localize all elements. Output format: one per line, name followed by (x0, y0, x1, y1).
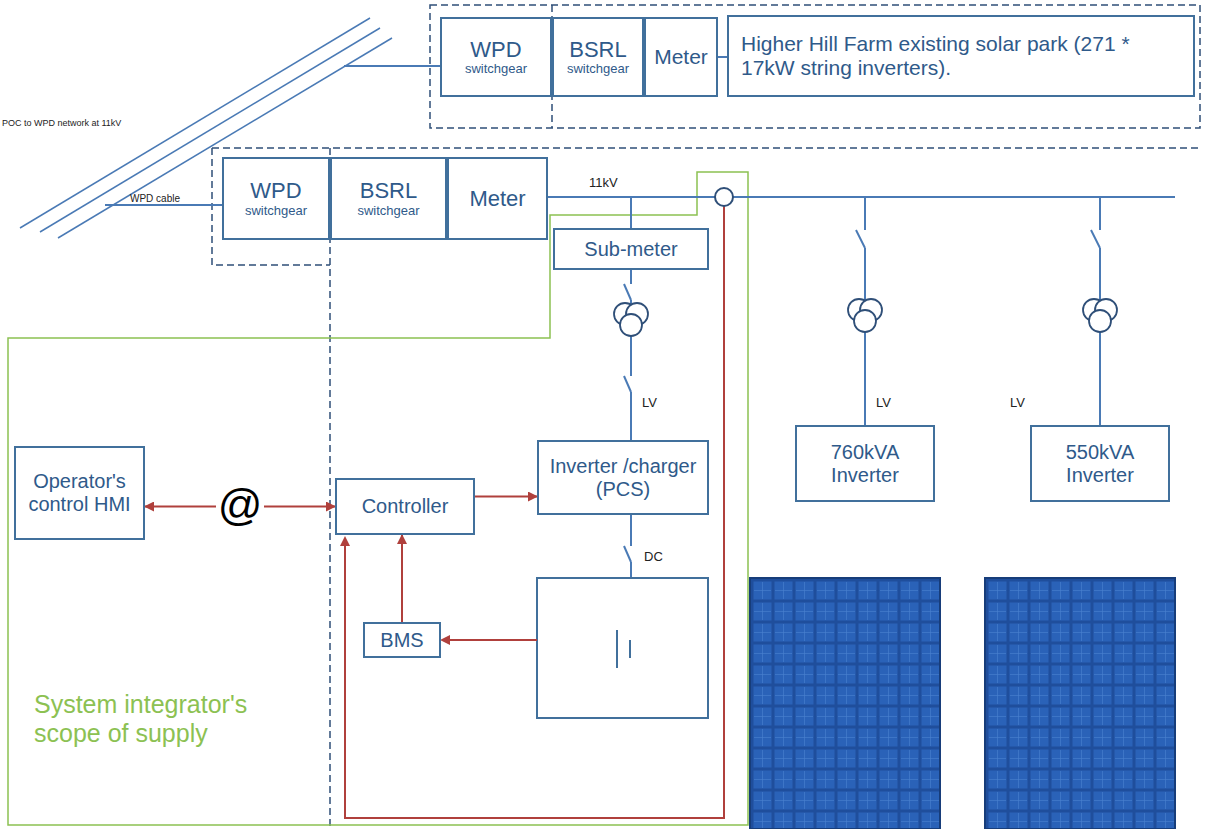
voltage-label: LV (1010, 396, 1040, 411)
scope-label: System integrator's scope of supply (34, 690, 274, 748)
control-link (475, 496, 537, 498)
controller-box: Controller (335, 478, 475, 535)
power-cable (718, 56, 727, 58)
poc-note: POC to WPD network at 11kV (2, 118, 132, 128)
voltage-label: 11kV (589, 176, 639, 191)
switchgear-box: BSRLswitchgear (552, 17, 644, 97)
busbar-end (1100, 196, 1175, 198)
cable-label: WPD cable (130, 193, 210, 205)
battery-symbol (537, 515, 708, 718)
box-text: BMS (380, 629, 423, 652)
ct-ring (715, 188, 733, 206)
box-text: Inverter /charger (PCS) (545, 455, 701, 501)
meter-box: Meter (447, 157, 548, 240)
switchgear-box: WPDswitchgear (440, 17, 552, 97)
hmi-box: Operator's control HMI (14, 446, 145, 540)
box-text: 550kVA Inverter (1038, 441, 1162, 487)
switchgear-box: WPDswitchgear (222, 157, 330, 240)
solar-panels (750, 578, 1175, 829)
power-cable (548, 197, 631, 228)
box-text: WPD (470, 37, 521, 62)
box-text: Controller (362, 495, 449, 518)
box-text: BSRL (360, 178, 417, 203)
switchgear-box: BSRLswitchgear (330, 157, 447, 240)
box-text: 760kVA Inverter (803, 441, 927, 487)
pcs-box: Inverter /charger (PCS) (537, 440, 709, 515)
voltage-label: LV (876, 396, 906, 411)
box-text: Meter (469, 186, 525, 211)
box-text: switchgear (567, 62, 629, 77)
box-text: switchgear (465, 62, 527, 77)
bms-box: BMS (363, 622, 441, 658)
box-text: Meter (654, 45, 708, 69)
box-text: Operator's control HMI (22, 470, 137, 516)
dashed-regions (212, 5, 1200, 829)
box-text: BSRL (569, 37, 626, 62)
inverter-box: 760kVA Inverter (795, 425, 935, 502)
box-text: switchgear (357, 204, 419, 219)
control-link (401, 535, 403, 622)
sub-meter-box: Sub-meter (553, 228, 709, 270)
power-cable (548, 197, 865, 425)
transformer-symbols (614, 299, 1117, 336)
voltage-label: LV (642, 396, 672, 411)
inverter-box: 550kVA Inverter (1030, 425, 1170, 502)
link-label: @ (216, 483, 265, 527)
box-text: switchgear (245, 204, 307, 219)
power-cable (548, 197, 1100, 425)
meter-box: Meter (644, 17, 718, 97)
box-text: Sub-meter (584, 238, 677, 261)
solar-park-box: Higher Hill Farm existing solar park (27… (727, 15, 1195, 97)
box-text: Higher Hill Farm existing solar park (27… (741, 32, 1181, 80)
scope-outline (8, 172, 748, 825)
sensing-wires (345, 206, 724, 818)
box-text: WPD (250, 178, 301, 203)
voltage-label: DC (644, 550, 674, 565)
